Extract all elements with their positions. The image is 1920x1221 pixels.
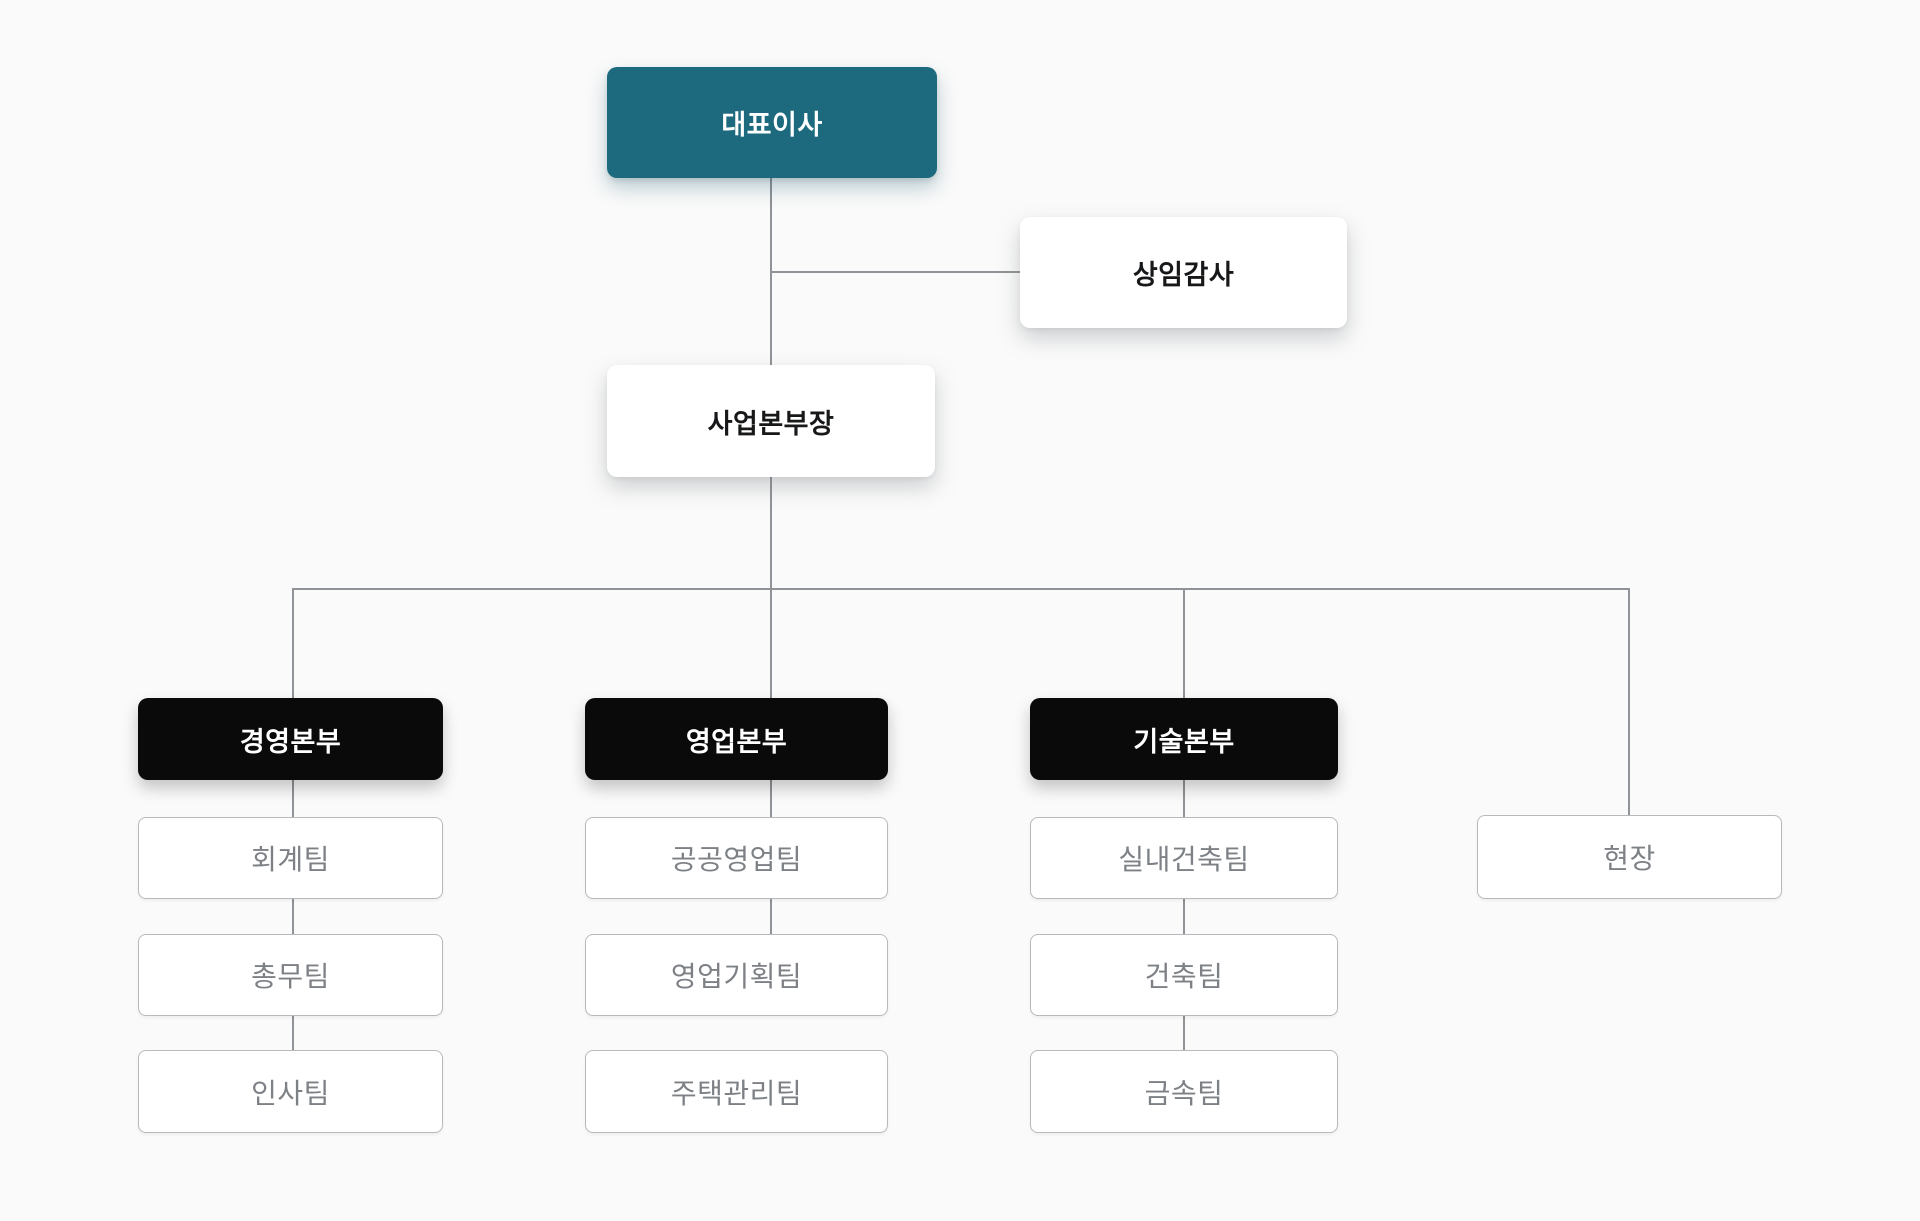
team-box-hr: 인사팀 (138, 1050, 443, 1133)
team-box-public-sales: 공공영업팀 (585, 817, 888, 899)
drop-management-division (292, 588, 294, 698)
drop-technical-division (1183, 588, 1185, 698)
connector-auditor-branch (771, 271, 1020, 273)
team-box-general-affairs: 총무팀 (138, 934, 443, 1016)
connector-public-sales-sales-planning (770, 898, 772, 934)
team-box-housing-management: 주택관리팀 (585, 1050, 888, 1133)
team-box-interior-construction: 실내건축팀 (1030, 817, 1338, 899)
node-technical-division: 기술본부 (1030, 698, 1338, 780)
node-ceo: 대표이사 (607, 67, 937, 178)
connector-interior-architecture (1183, 898, 1185, 934)
connector-accounting-general-affairs (292, 898, 294, 934)
rail-horizontal (292, 588, 1630, 590)
node-site: 현장 (1477, 815, 1782, 899)
node-management-division: 경영본부 (138, 698, 443, 780)
team-box-accounting: 회계팀 (138, 817, 443, 899)
connector-general-affairs-hr (292, 1016, 294, 1050)
connector-architecture-metal (1183, 1016, 1185, 1050)
node-standing-auditor: 상임감사 (1020, 217, 1347, 328)
connector-management-accounting (292, 780, 294, 817)
node-business-division-head: 사업본부장 (607, 365, 935, 477)
team-box-sales-planning: 영업기획팀 (585, 934, 888, 1016)
connector-sales-public-sales (770, 780, 772, 817)
team-box-architecture: 건축팀 (1030, 934, 1338, 1016)
connector-tech-interior (1183, 780, 1185, 817)
team-box-metal: 금속팀 (1030, 1050, 1338, 1133)
node-sales-division: 영업본부 (585, 698, 888, 780)
drop-site (1628, 588, 1630, 816)
